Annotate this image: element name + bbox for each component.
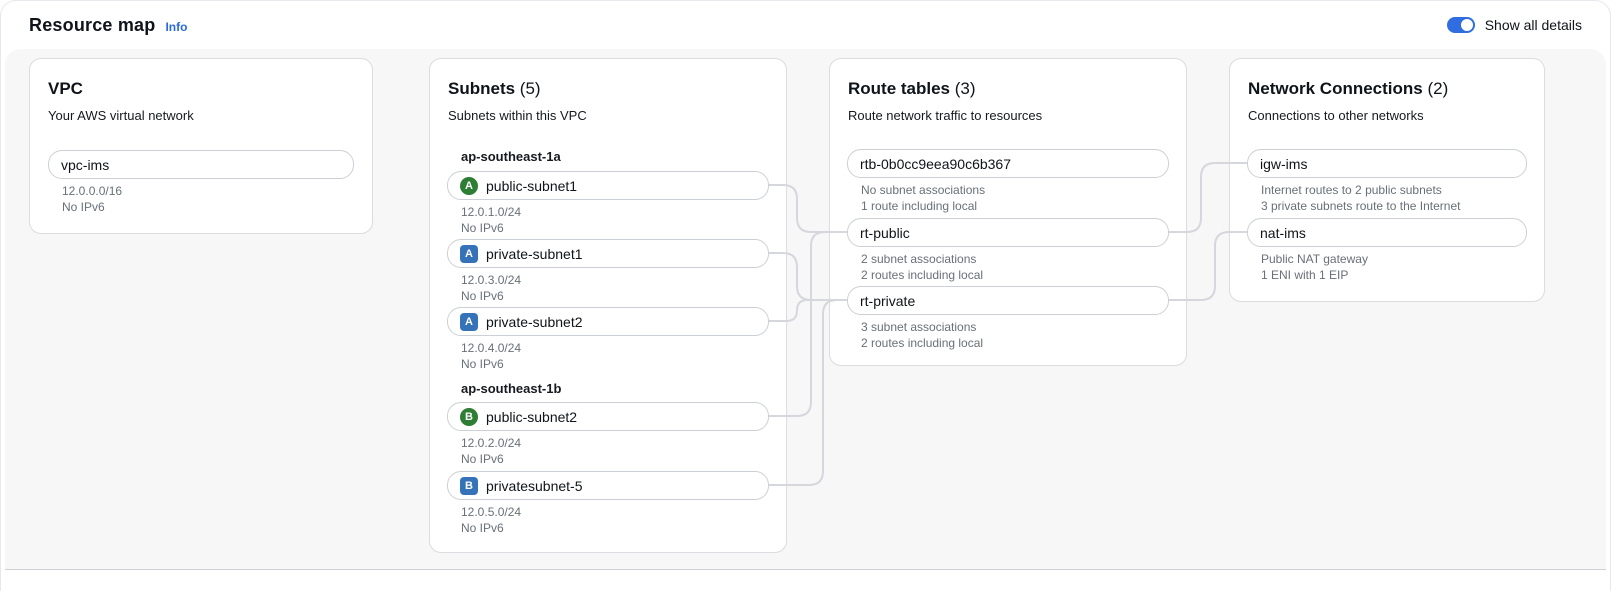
az-b-badge-icon: B: [460, 477, 478, 495]
network-connections-card-title: Network Connections (2): [1248, 79, 1526, 99]
show-all-details-toggle[interactable]: [1447, 17, 1475, 33]
vpc-node[interactable]: vpc-ims: [48, 150, 354, 179]
az-a-badge-icon: A: [460, 313, 478, 331]
subnet-node-public-subnet2[interactable]: B public-subnet2: [447, 402, 769, 431]
panel-header: Resource map Info Show all details: [1, 1, 1610, 49]
vpc-card-title: VPC: [48, 79, 354, 99]
info-link[interactable]: Info: [165, 20, 187, 34]
show-all-details-label: Show all details: [1485, 17, 1582, 33]
route-table-node-rtb[interactable]: rtb-0b0cc9eea90c6b367: [847, 149, 1169, 178]
vpc-card: VPC Your AWS virtual network vpc-ims 12.…: [29, 58, 373, 234]
route-table-node-rt-public[interactable]: rt-public: [847, 218, 1169, 247]
network-connection-node-igw[interactable]: igw-ims: [1247, 149, 1527, 178]
network-connection-node-nat[interactable]: nat-ims: [1247, 218, 1527, 247]
az-label-1a: ap-southeast-1a: [461, 149, 561, 164]
subnet-node-privatesubnet-5[interactable]: B privatesubnet-5: [447, 471, 769, 500]
az-b-badge-icon: B: [460, 408, 478, 426]
az-a-badge-icon: A: [460, 245, 478, 263]
az-a-badge-icon: A: [460, 177, 478, 195]
network-connections-card-subtitle: Connections to other networks: [1248, 108, 1526, 123]
route-tables-card-title: Route tables (3): [848, 79, 1168, 99]
vpc-card-subtitle: Your AWS virtual network: [48, 108, 354, 123]
subnet-node-private-subnet1[interactable]: A private-subnet1: [447, 239, 769, 268]
az-label-1b: ap-southeast-1b: [461, 381, 561, 396]
subnets-card-title: Subnets (5): [448, 79, 768, 99]
route-table-node-rt-private[interactable]: rt-private: [847, 286, 1169, 315]
route-tables-card-subtitle: Route network traffic to resources: [848, 108, 1168, 123]
subnets-card-subtitle: Subnets within this VPC: [448, 108, 768, 123]
page-title: Resource map: [29, 15, 155, 36]
toggle-knob-icon: [1461, 19, 1473, 31]
subnet-node-public-subnet1[interactable]: A public-subnet1: [447, 171, 769, 200]
subnet-node-private-subnet2[interactable]: A private-subnet2: [447, 307, 769, 336]
